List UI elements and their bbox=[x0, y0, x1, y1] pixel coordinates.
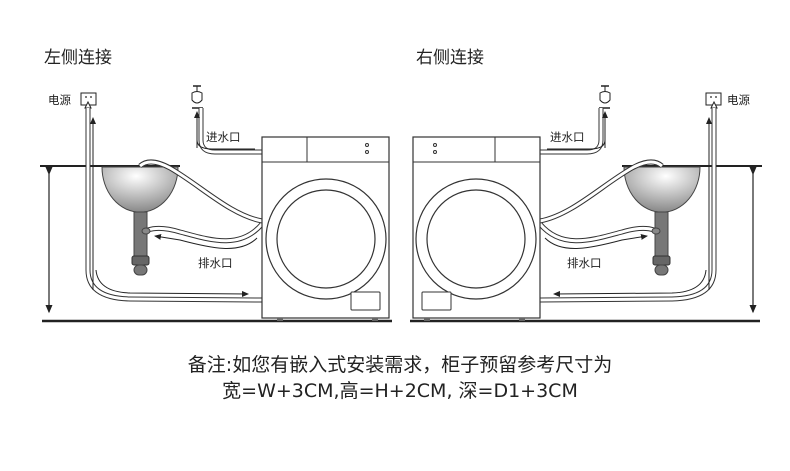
right-power-label: 电源 bbox=[727, 93, 750, 107]
left-title: 左侧连接 bbox=[44, 48, 112, 68]
left-inlet-label: 进水口 bbox=[206, 130, 241, 144]
left-drain-label: 排水口 bbox=[198, 256, 233, 270]
right-drain-label: 排水口 bbox=[567, 256, 602, 270]
left-connection-drawing bbox=[40, 86, 392, 321]
right-title: 右侧连接 bbox=[416, 48, 484, 68]
right-connection-drawing bbox=[410, 86, 762, 321]
note-line-2: 宽=W+3CM,高=H+2CM, 深=D1+3CM bbox=[222, 380, 578, 402]
right-inlet-label: 进水口 bbox=[550, 130, 585, 144]
note-line-1: 备注:如您有嵌入式安装需求，柜子预留参考尺寸为 bbox=[187, 354, 613, 376]
left-power-label: 电源 bbox=[48, 93, 71, 107]
